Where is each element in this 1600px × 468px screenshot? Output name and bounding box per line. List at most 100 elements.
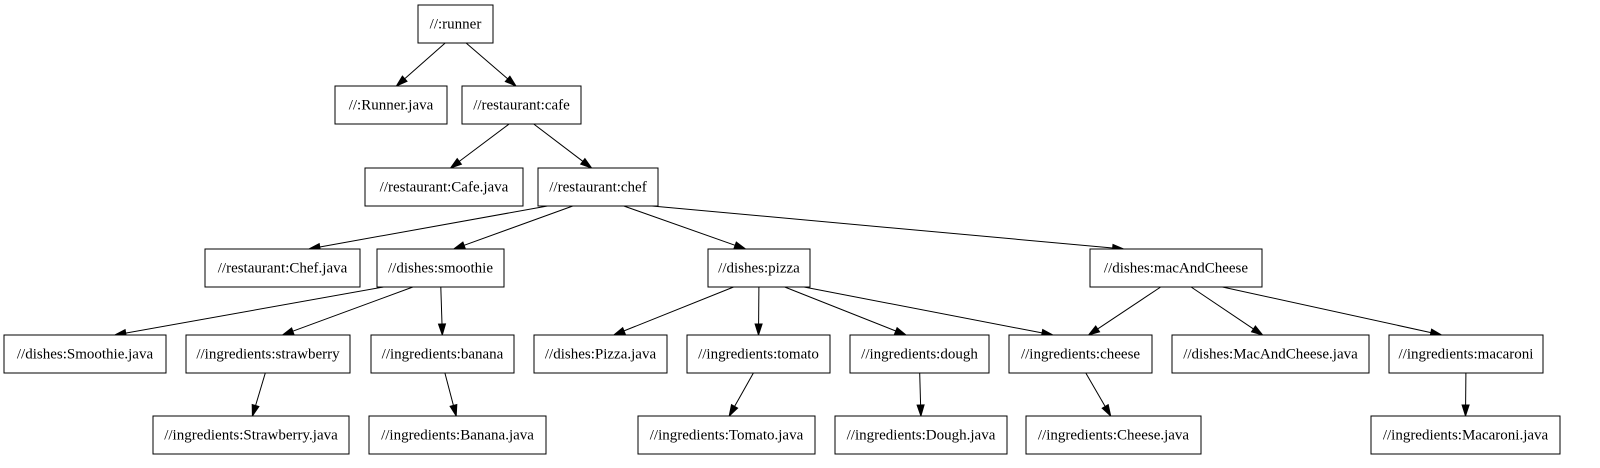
graph-node-box[interactable] — [537, 167, 659, 207]
graph-node-ing_strawberry_java[interactable]: //ingredients:Strawberry.java — [152, 415, 350, 455]
graph-node-ing_banana[interactable]: //ingredients:banana — [370, 334, 515, 374]
graph-node-box[interactable] — [637, 415, 816, 455]
graph-edge-arrowhead — [449, 157, 463, 169]
graph-node-box[interactable] — [461, 85, 582, 125]
graph-node-label: //restaurant:cafe — [473, 97, 570, 113]
graph-node-box[interactable] — [1171, 334, 1370, 374]
graph-node-box[interactable] — [364, 167, 524, 207]
graph-node-box[interactable] — [1388, 334, 1544, 374]
graph-edge — [458, 123, 510, 162]
graph-node-ing_banana_java[interactable]: //ingredients:Banana.java — [368, 415, 547, 455]
graph-node-label: //ingredients:Macaroni.java — [1383, 427, 1549, 443]
graph-node-box[interactable] — [834, 415, 1008, 455]
graph-node-label: //dishes:macAndCheese — [1104, 260, 1248, 276]
graph-node-box[interactable] — [417, 4, 494, 44]
graph-node-label: //dishes:MacAndCheese.java — [1183, 346, 1358, 362]
graph-node-ing_macaroni[interactable]: //ingredients:macaroni — [1388, 334, 1544, 374]
graph-node-label: //restaurant:Chef.java — [218, 260, 348, 276]
graph-node-ing_cheese_java[interactable]: //ingredients:Cheese.java — [1025, 415, 1202, 455]
graph-edge — [319, 205, 548, 248]
graph-edge-arrowhead — [612, 326, 627, 336]
graph-edge — [623, 205, 736, 246]
graph-edge — [734, 372, 754, 407]
graph-edge-arrowhead — [1101, 403, 1112, 418]
graph-node-runner_java[interactable]: //:Runner.java — [334, 85, 448, 125]
graph-node-dishes_pizza_java[interactable]: //dishes:Pizza.java — [533, 334, 668, 374]
graph-node-dishes_macandcheese_java[interactable]: //dishes:MacAndCheese.java — [1171, 334, 1370, 374]
graph-node-box[interactable] — [376, 248, 505, 288]
graph-edge-arrowhead — [754, 323, 763, 337]
graph-node-label: //ingredients:strawberry — [196, 346, 340, 362]
graph-node-box[interactable] — [849, 334, 990, 374]
graph-node-dishes_smoothie_java[interactable]: //dishes:Smoothie.java — [3, 334, 167, 374]
graph-node-box[interactable] — [1370, 415, 1561, 455]
graph-edge-arrowhead — [395, 75, 408, 88]
graph-node-box[interactable] — [1089, 248, 1263, 288]
graph-edge-arrowhead — [733, 241, 748, 250]
graph-node-label: //:runner — [430, 16, 482, 32]
graph-node-restaurant_cafe_java[interactable]: //restaurant:Cafe.java — [364, 167, 524, 207]
graph-node-box[interactable] — [204, 248, 361, 288]
graph-edge — [1097, 286, 1161, 330]
graph-node-restaurant_cafe[interactable]: //restaurant:cafe — [461, 85, 582, 125]
graph-node-label: //dishes:smoothie — [388, 260, 493, 276]
graph-node-ing_macaroni_java[interactable]: //ingredients:Macaroni.java — [1370, 415, 1561, 455]
graph-node-dishes_pizza[interactable]: //dishes:pizza — [707, 248, 811, 288]
graph-edge — [1085, 372, 1106, 407]
graph-node-box[interactable] — [533, 334, 668, 374]
graph-node-box[interactable] — [370, 334, 515, 374]
graph-edge — [125, 286, 384, 334]
graph-edge-arrowhead — [1461, 404, 1470, 418]
graph-node-dishes_macandcheese[interactable]: //dishes:macAndCheese — [1089, 248, 1263, 288]
graph-node-label: //ingredients:macaroni — [1399, 346, 1534, 362]
graph-node-runner[interactable]: //:runner — [417, 4, 494, 44]
graph-node-box[interactable] — [152, 415, 350, 455]
graph-node-box[interactable] — [3, 334, 167, 374]
graph-node-ing_dough_java[interactable]: //ingredients:Dough.java — [834, 415, 1008, 455]
graph-edge-arrowhead — [452, 241, 467, 250]
graph-node-ing_dough[interactable]: //ingredients:dough — [849, 334, 990, 374]
graph-node-box[interactable] — [1025, 415, 1202, 455]
graph-node-label: //restaurant:Cafe.java — [380, 179, 509, 195]
graph-node-label: //ingredients:Tomato.java — [650, 427, 804, 443]
graph-node-box[interactable] — [1008, 334, 1153, 374]
nodes-layer: //:runner //:Runner.java //restaurant:cafe… — [3, 4, 1561, 455]
graph-node-label: //dishes:Smoothie.java — [17, 346, 154, 362]
graph-edge-arrowhead — [251, 403, 260, 418]
graph-node-label: //restaurant:chef — [549, 179, 646, 195]
graph-node-label: //ingredients:Cheese.java — [1038, 427, 1190, 443]
graph-node-box[interactable] — [185, 334, 351, 374]
graph-edge-arrowhead — [1087, 325, 1101, 336]
graph-node-box[interactable] — [334, 85, 448, 125]
graph-edge-arrowhead — [437, 323, 447, 337]
graph-node-restaurant_chef_java[interactable]: //restaurant:Chef.java — [204, 248, 361, 288]
graph-node-ing_tomato[interactable]: //ingredients:tomato — [686, 334, 831, 374]
graph-node-label: //ingredients:dough — [861, 346, 978, 362]
graph-edge — [444, 372, 454, 406]
graph-node-label: //dishes:pizza — [718, 260, 800, 276]
graph-node-box[interactable] — [368, 415, 547, 455]
graph-node-ing_tomato_java[interactable]: //ingredients:Tomato.java — [637, 415, 816, 455]
graph-node-box[interactable] — [686, 334, 831, 374]
graph-node-ing_cheese[interactable]: //ingredients:cheese — [1008, 334, 1153, 374]
graph-edge-arrowhead — [1250, 325, 1264, 336]
graph-node-label: //dishes:Pizza.java — [545, 346, 657, 362]
graph-edge — [465, 42, 508, 80]
graph-node-ing_strawberry[interactable]: //ingredients:strawberry — [185, 334, 351, 374]
graph-node-label: //ingredients:cheese — [1021, 346, 1140, 362]
graph-edge — [919, 372, 922, 406]
graph-node-label: //ingredients:Strawberry.java — [164, 427, 338, 443]
graph-node-label: //ingredients:tomato — [698, 346, 819, 362]
graph-node-label: //ingredients:Dough.java — [847, 427, 996, 443]
graph-node-dishes_smoothie[interactable]: //dishes:smoothie — [376, 248, 505, 288]
graph-edge — [404, 42, 446, 80]
graph-edge — [1222, 286, 1432, 334]
graph-node-label: //ingredients:banana — [382, 346, 504, 362]
graph-edge — [623, 286, 734, 332]
graph-node-restaurant_chef[interactable]: //restaurant:chef — [537, 167, 659, 207]
graph-edge — [533, 123, 584, 162]
graph-edge — [1190, 286, 1254, 330]
graph-node-box[interactable] — [707, 248, 811, 288]
